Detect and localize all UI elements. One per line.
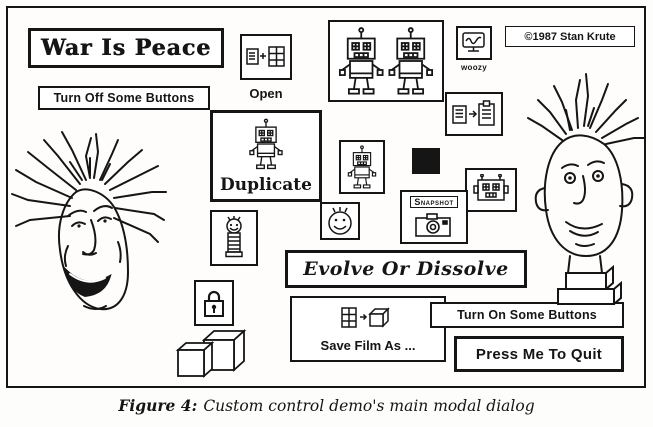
robot-icon bbox=[248, 117, 284, 171]
copy-to-clipboard-button[interactable] bbox=[445, 92, 503, 136]
turn-off-buttons-button[interactable]: Turn Off Some Buttons bbox=[38, 86, 210, 110]
woozy-label: woozy bbox=[461, 63, 487, 72]
save-film-as-button[interactable]: Save Film As ... bbox=[290, 296, 446, 362]
duplicate-label: Duplicate bbox=[220, 175, 312, 195]
save-film-icons bbox=[340, 305, 396, 331]
snapshot-button[interactable]: Snapshot bbox=[400, 190, 468, 244]
snapshot-label: Snapshot bbox=[410, 196, 458, 208]
turn-off-buttons-label: Turn Off Some Buttons bbox=[53, 91, 195, 105]
open-button[interactable] bbox=[240, 34, 292, 80]
twin-robots-button[interactable] bbox=[328, 20, 444, 102]
padlock-box bbox=[194, 280, 234, 326]
padlock-icon bbox=[199, 286, 229, 320]
smiley-face-button[interactable] bbox=[320, 202, 360, 240]
camera-icon bbox=[414, 212, 454, 238]
turn-on-buttons-label: Turn On Some Buttons bbox=[457, 308, 597, 322]
duplicate-button[interactable]: Duplicate bbox=[210, 110, 322, 202]
turn-on-buttons-button[interactable]: Turn On Some Buttons bbox=[430, 302, 624, 328]
quit-button-label: Press Me To Quit bbox=[475, 345, 603, 363]
robot-head-icon bbox=[472, 174, 510, 206]
evolve-or-dissolve-button[interactable]: Evolve Or Dissolve bbox=[285, 250, 527, 288]
woozy-button[interactable] bbox=[456, 26, 492, 60]
open-button-label: Open bbox=[249, 86, 283, 101]
dialog-title-box: War Is Peace bbox=[28, 28, 224, 68]
figure-caption-label: Figure 4: bbox=[118, 396, 198, 415]
lock-on-cubes-button[interactable] bbox=[168, 280, 262, 378]
document-to-clipboard-icon bbox=[451, 99, 497, 129]
small-robot-icon bbox=[347, 144, 377, 190]
woozy-monitor-icon bbox=[461, 31, 487, 55]
main-modal-dialog: War Is Peace Turn Off Some Buttons bbox=[6, 6, 646, 388]
dialog-title: War Is Peace bbox=[40, 35, 212, 61]
save-film-as-label: Save Film As ... bbox=[320, 338, 416, 353]
tall-robot-icon bbox=[218, 216, 250, 260]
copyright-text: ©1987 Stan Krute bbox=[524, 30, 616, 43]
quit-button[interactable]: Press Me To Quit bbox=[454, 336, 624, 372]
twin-robots-icon bbox=[335, 25, 437, 97]
black-square-swatch[interactable] bbox=[412, 148, 440, 174]
stacked-cubes-icon bbox=[168, 324, 260, 378]
evolve-or-dissolve-label: Evolve Or Dissolve bbox=[303, 258, 509, 280]
figure-caption: Figure 4: Custom control demo's main moda… bbox=[0, 396, 653, 415]
figure-caption-text: Custom control demo's main modal dialog bbox=[203, 397, 535, 415]
robot-head-button[interactable] bbox=[465, 168, 517, 212]
wild-hair-face-sketch-left[interactable] bbox=[6, 100, 172, 346]
wild-hair-face-sketch-right[interactable] bbox=[520, 52, 652, 310]
tall-robot-button[interactable] bbox=[210, 210, 258, 266]
small-robot-button[interactable] bbox=[339, 140, 385, 194]
copyright-box: ©1987 Stan Krute bbox=[505, 26, 635, 47]
document-to-film-copy-icon bbox=[245, 44, 287, 70]
smiley-face-icon bbox=[324, 206, 356, 236]
